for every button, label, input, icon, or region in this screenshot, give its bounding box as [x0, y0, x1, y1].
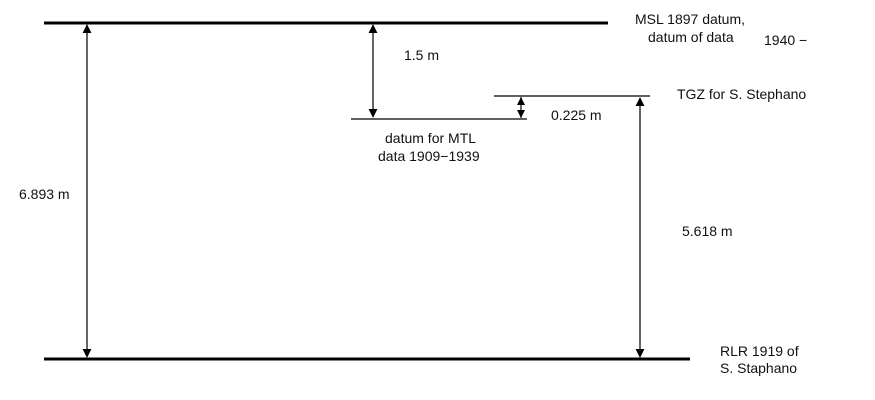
rlr-1919-label-line2: S. Staphano — [720, 360, 797, 376]
msl-1897-label-line1: MSL 1897 datum, — [635, 11, 745, 27]
mtl-to-tgz-arrow — [517, 97, 525, 118]
tgz-label: TGZ for S. Stephano — [677, 86, 806, 102]
rlr-1919-label-line1: RLR 1919 of — [720, 343, 799, 359]
mtl-to-tgz-distance-label: 0.225 m — [551, 107, 602, 123]
tgz-to-rlr-distance-label: 5.618 m — [682, 223, 733, 239]
msl-1897-label-line2: datum of data — [648, 29, 734, 45]
mtl-datum-label-line1: datum for MTL — [385, 130, 476, 146]
mtl-datum-label-line2: data 1909−1939 — [378, 148, 480, 164]
msl-to-mtl-distance-label: 1.5 m — [404, 47, 439, 63]
msl-to-rlr-distance-label: 6.893 m — [19, 186, 70, 202]
msl-1897-label-line3: 1940 − — [764, 32, 807, 48]
